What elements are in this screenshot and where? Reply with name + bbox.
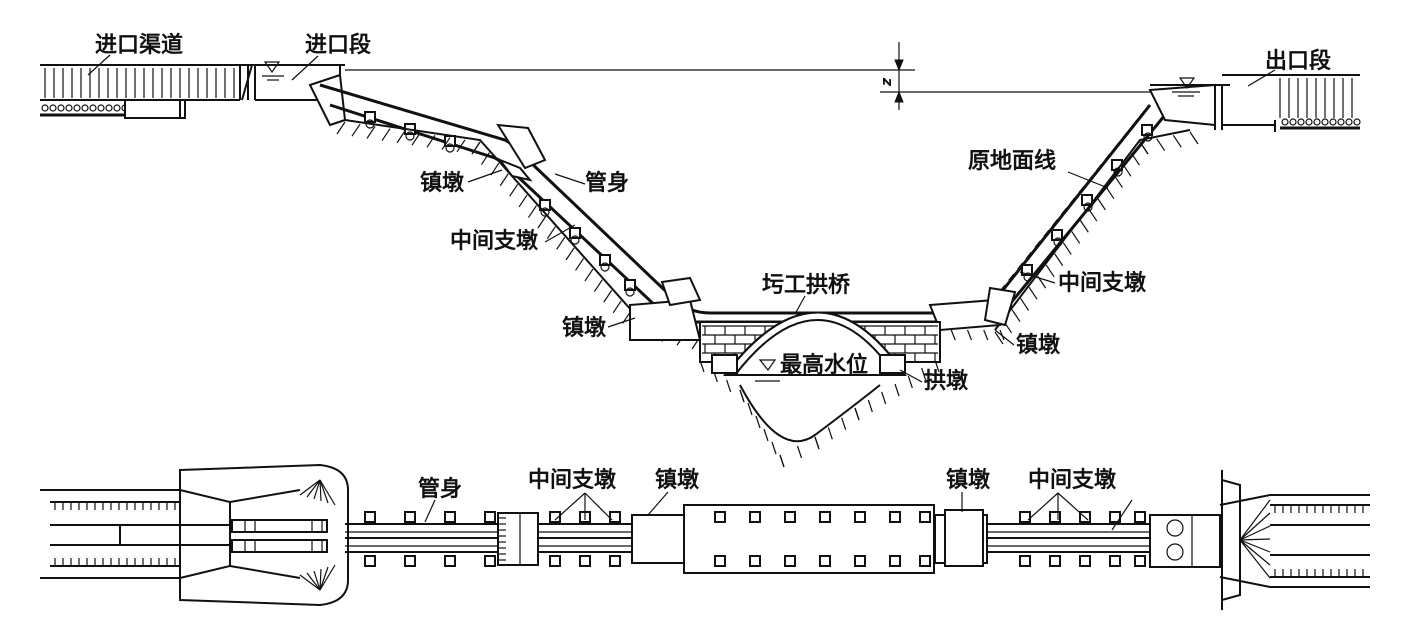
plan-label-anchor-block-right: 镇墩 [946, 467, 991, 493]
plan-inlet [40, 463, 349, 607]
plan-label-intermediate-pier-left: 中间支墩 [528, 467, 617, 493]
plan-label-anchor-block-left: 镇墩 [655, 467, 700, 493]
inlet-section [255, 61, 347, 127]
plan-label-pipe-body: 管身 [418, 476, 462, 502]
inlet-channel [40, 64, 345, 119]
plan-anchor-block-3-inner [944, 509, 984, 567]
label-anchor-block-lower-left: 镇墩 [562, 315, 607, 341]
label-anchor-block-upper-left: 镇墩 [420, 170, 465, 196]
anchor-block-lower-right [928, 286, 1017, 332]
plan-outlet [1149, 470, 1370, 610]
plan-anchor-block-1 [497, 512, 539, 566]
profile-view: z [40, 32, 1361, 468]
label-inlet-channel: 进口渠道 [95, 32, 183, 58]
outlet-section [1148, 74, 1361, 132]
label-inlet-section: 进口段 [305, 32, 371, 58]
label-anchor-block-lower-right: 镇墩 [1016, 332, 1061, 358]
water-level-lines: z [345, 42, 1150, 110]
label-highest-water-level: 最高水位 [780, 352, 868, 378]
label-arch-abutment: 拱墩 [924, 368, 969, 394]
label-intermediate-pier-right: 中间支墩 [1058, 270, 1147, 296]
plan-view: 管身 中间支墩 镇墩 镇墩 中间支墩 [40, 463, 1370, 610]
masonry-arch-bridge [699, 311, 941, 443]
label-original-ground-line: 原地面线 [968, 148, 1056, 174]
label-masonry-arch-bridge: 圬工拱桥 [762, 272, 850, 298]
anchor-block-lower-left [629, 276, 702, 341]
head-loss-symbol: z [879, 77, 895, 87]
plan-label-intermediate-pier-right: 中间支墩 [1028, 467, 1117, 493]
label-pipe-body: 管身 [585, 170, 629, 196]
label-outlet-section: 出口段 [1265, 48, 1331, 74]
label-intermediate-pier-left: 中间支墩 [450, 228, 539, 254]
plan-anchor-block-2 [631, 514, 685, 564]
